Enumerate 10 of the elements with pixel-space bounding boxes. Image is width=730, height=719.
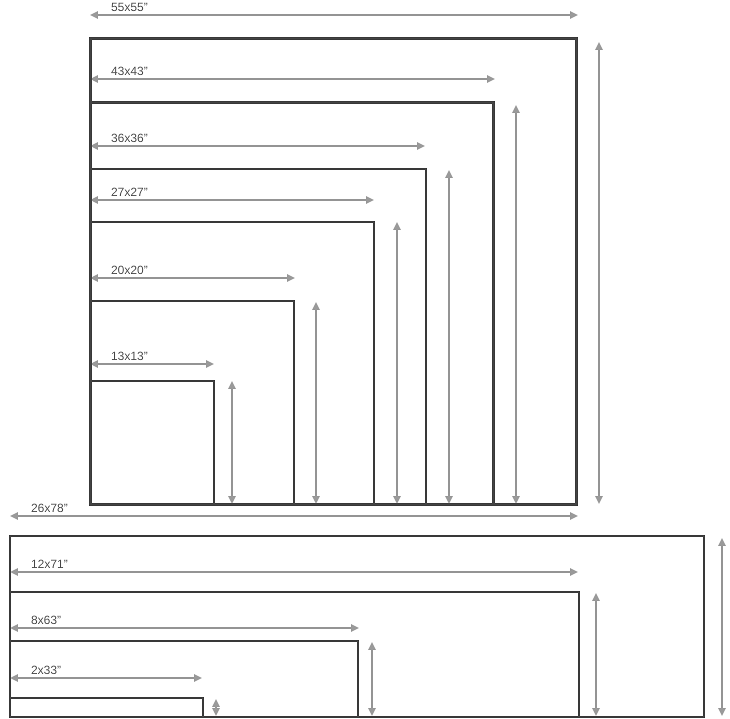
size-label: 20x20” (111, 263, 148, 277)
size-label: 43x43” (111, 64, 148, 78)
size-label: 13x13” (111, 349, 148, 363)
size-label: 2x33” (31, 663, 62, 677)
size-label: 26x78” (31, 501, 68, 515)
size-label: 12x71” (31, 557, 68, 571)
size-label: 55x55” (111, 0, 148, 14)
size-label: 27x27” (111, 185, 148, 199)
size-label: 36x36” (111, 131, 148, 145)
size-label: 8x63” (31, 613, 62, 627)
